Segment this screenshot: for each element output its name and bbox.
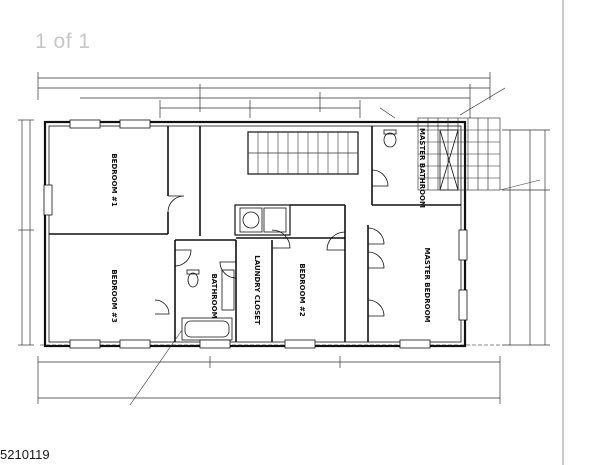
top-dimension-lines	[37, 72, 491, 118]
room-label-master-bathroom: MASTER BATHROOM	[418, 128, 426, 208]
bathroom-fixtures	[181, 129, 459, 341]
room-label-bedroom-2: BEDROOM #2	[298, 263, 306, 316]
left-dimension-lines	[18, 119, 34, 346]
annotation-leaders	[129, 107, 541, 406]
interior-walls	[49, 126, 461, 342]
page-counter: 1 of 1	[35, 30, 91, 53]
right-dimension-lines	[502, 129, 550, 346]
room-label-master-bedroom: MASTER BEDROOM	[423, 248, 431, 323]
door-swings	[154, 169, 389, 317]
room-label-bedroom-1: BEDROOM #1	[110, 153, 118, 206]
room-label-bedroom-3: BEDROOM #3	[110, 269, 118, 322]
viewer-edge-divider	[562, 0, 564, 465]
bottom-dimension-lines	[37, 356, 501, 404]
room-label-laundry-closet: LAUNDRY CLOSET	[253, 255, 261, 325]
windows	[43, 119, 468, 349]
stairs	[248, 132, 358, 174]
room-label-bathroom: BATHROOM	[210, 273, 218, 318]
exterior-deck-hatch	[417, 87, 506, 191]
listing-id: 5210119	[0, 447, 50, 462]
